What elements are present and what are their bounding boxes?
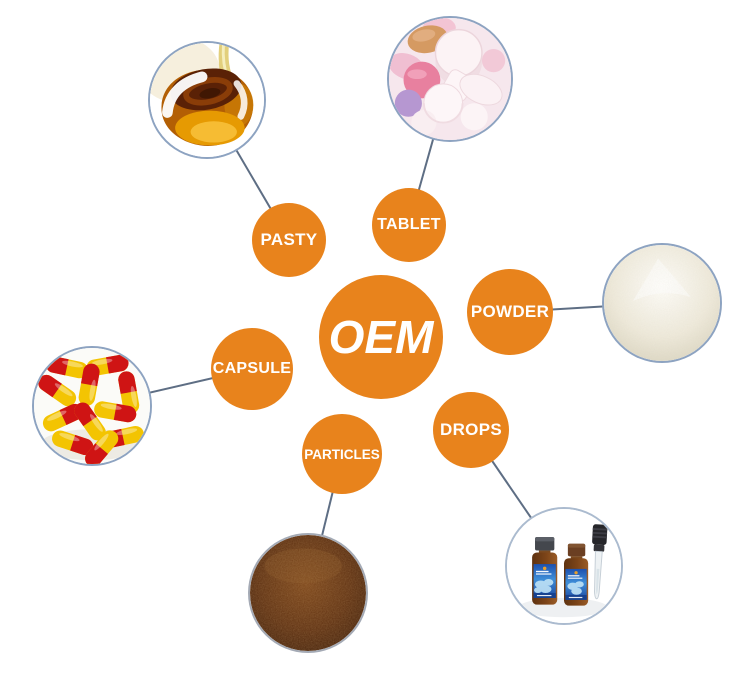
pasty-label: PASTY <box>260 230 318 249</box>
node-drops: DROPS <box>433 392 509 468</box>
dropper-bottles-photo <box>505 507 623 625</box>
honey-syrup-photo <box>148 41 266 159</box>
node-capsule: CAPSULE <box>211 328 293 410</box>
red-yellow-capsules-photo <box>32 346 152 466</box>
node-particles: PARTICLES <box>302 414 382 494</box>
brown-granules-photo <box>248 533 368 653</box>
node-tablet: TABLET <box>372 188 446 262</box>
node-pasty: PASTY <box>252 203 326 277</box>
pills-tablets-photo <box>387 16 513 142</box>
powder-label: POWDER <box>470 302 550 321</box>
node-oem-center: OEM <box>319 275 443 399</box>
oem-label: OEM <box>328 311 434 363</box>
drops-label: DROPS <box>440 420 502 439</box>
capsule-label: CAPSULE <box>212 360 292 377</box>
white-powder-photo <box>602 243 722 363</box>
particles-label: PARTICLES <box>304 446 380 462</box>
tablet-label: TABLET <box>377 216 441 233</box>
node-powder: POWDER <box>467 269 553 355</box>
